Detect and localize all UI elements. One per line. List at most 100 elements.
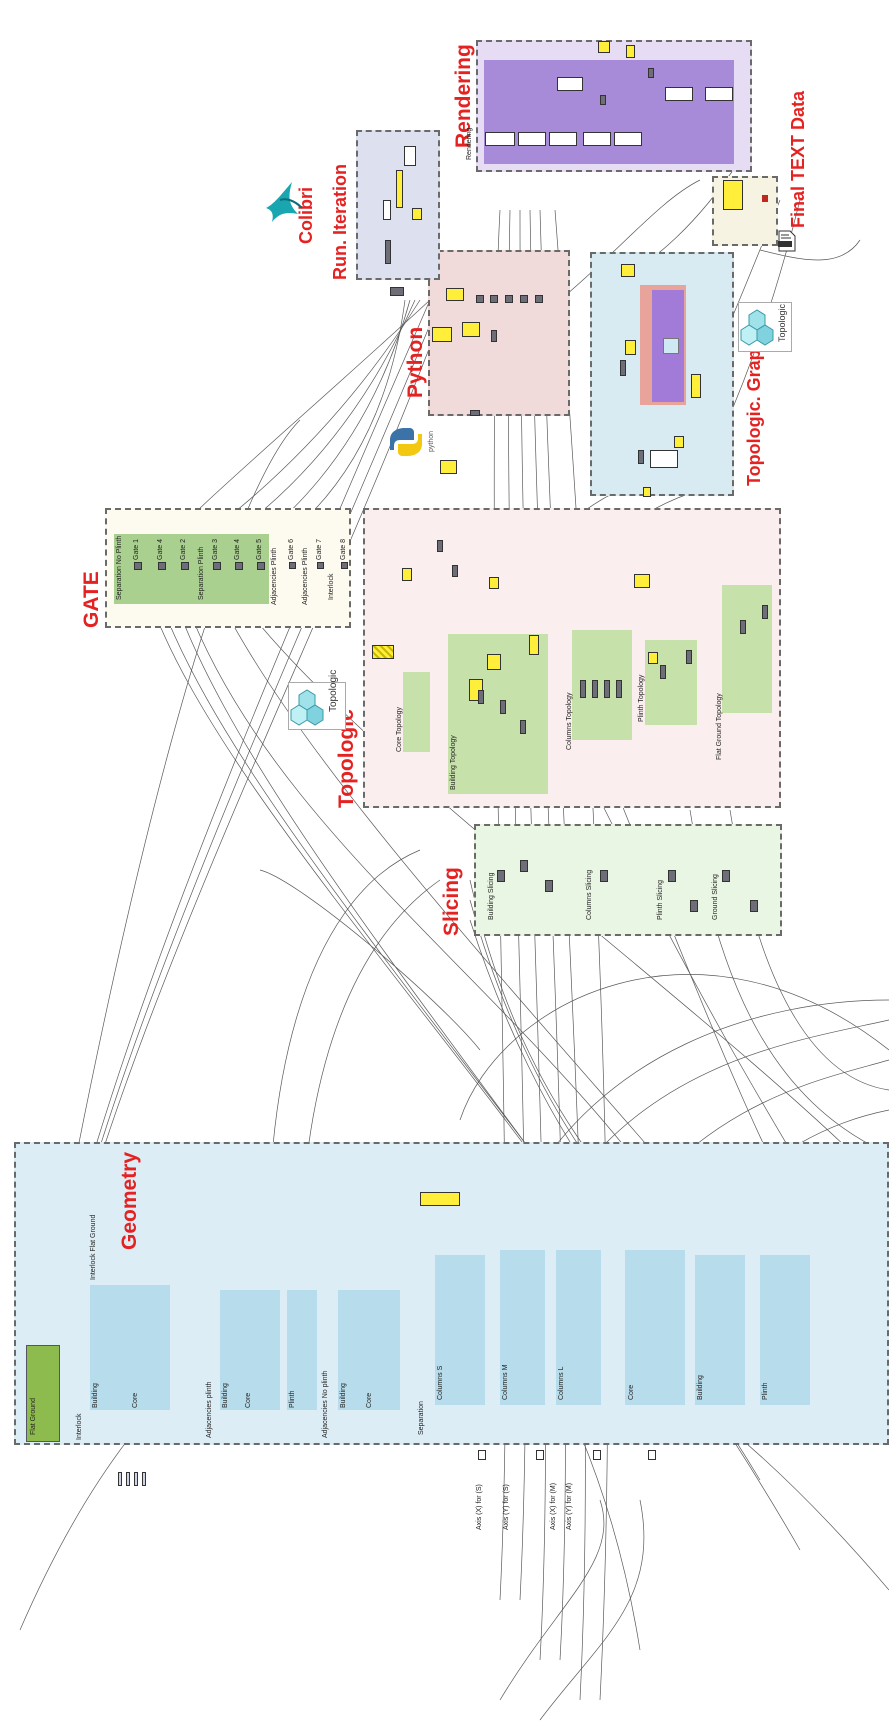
topologic-node-12[interactable]: [740, 620, 746, 634]
slider-axis-y-m[interactable]: Axis (Y) for (M): [566, 1482, 573, 1530]
rendering-node-3[interactable]: [705, 87, 733, 101]
geo-label-building3: Building: [340, 1383, 347, 1408]
rendering-node-4[interactable]: [485, 132, 515, 146]
slider-axis-x-m[interactable]: Axis (X) for (M): [550, 1482, 557, 1530]
graph-yellow-3: [691, 374, 701, 398]
slicing-node-6[interactable]: [690, 900, 698, 912]
gate-node-7[interactable]: [289, 562, 296, 569]
topologic-node-13[interactable]: [762, 605, 768, 619]
slicing-label-columns: Columns Slicing: [586, 869, 593, 920]
final-red-node: [762, 195, 768, 202]
gate-node-8[interactable]: [317, 562, 324, 569]
python-node-4[interactable]: [520, 295, 528, 303]
geo-label-core: Core: [132, 1392, 139, 1408]
geo-label-core4: Core: [628, 1384, 635, 1400]
gate-node-5[interactable]: [235, 562, 243, 570]
python-node-5[interactable]: [535, 295, 543, 303]
rendering-yellow-1: [598, 41, 610, 53]
slicing-node-3[interactable]: [545, 880, 553, 892]
gate-item-10: Adjacencies Plinth: [302, 547, 309, 605]
topologic-node-2[interactable]: [452, 565, 458, 577]
geo-label-adj-plinth: Adjacencies plinth: [206, 1381, 213, 1438]
geometry-subpanel-columns-l: [556, 1250, 601, 1405]
geo-label-building4: Building: [697, 1375, 704, 1400]
rendering-node-2[interactable]: [665, 87, 693, 101]
python-node-1[interactable]: [476, 295, 484, 303]
graph-yellow-1: [621, 264, 635, 277]
slicing-node-8[interactable]: [750, 900, 758, 912]
gate-item-1: Gate 1: [133, 538, 140, 560]
rendering-node-5[interactable]: [518, 132, 546, 146]
geometry-subpanel-noplinth: [338, 1290, 400, 1410]
topologic-node-4[interactable]: [500, 700, 506, 714]
topologic-node-5[interactable]: [520, 720, 526, 734]
rendering-node-7[interactable]: [583, 132, 611, 146]
python-title: Python: [404, 326, 427, 398]
topologic-node-10[interactable]: [660, 665, 666, 679]
gate-title: GATE: [80, 571, 103, 628]
slicing-label-ground: Ground Slicing: [712, 874, 719, 920]
geo-label-building: Building: [92, 1383, 99, 1408]
run-node-3[interactable]: [385, 240, 391, 264]
geo-label-core2: Core: [245, 1392, 252, 1408]
gate-node-9[interactable]: [341, 562, 348, 569]
topologic-yellow-2: [402, 568, 412, 581]
gate-node-3[interactable]: [181, 562, 189, 570]
slider-node-3[interactable]: [593, 1450, 601, 1460]
topologic-yellow-6: [634, 574, 650, 588]
rendering-node-10[interactable]: [648, 68, 654, 78]
slider-node-2[interactable]: [536, 1450, 544, 1460]
python-node-7[interactable]: [470, 410, 480, 416]
graph-node-2[interactable]: [638, 450, 644, 464]
python-logo-icon: [386, 424, 426, 460]
rendering-node-9[interactable]: [600, 95, 606, 105]
topologic-node-1[interactable]: [437, 540, 443, 552]
slider-node-1[interactable]: [478, 1450, 486, 1460]
gate-node-2[interactable]: [158, 562, 166, 570]
gate-item-9: Gate 6: [288, 538, 295, 560]
run-node-out[interactable]: [390, 287, 404, 296]
slicing-node-1[interactable]: [497, 870, 505, 882]
graph-yellow-2: [625, 340, 636, 355]
run-node-1[interactable]: [404, 146, 416, 166]
geo-label-plinth2: Plinth: [762, 1382, 769, 1400]
python-node-2[interactable]: [490, 295, 498, 303]
topologic-yellow-1: [372, 645, 394, 659]
topologic-yellow-8: [648, 652, 658, 664]
slider-axis-y-s[interactable]: Axis (Y) for (S): [503, 1484, 510, 1530]
topologic-label-columns: Columns Topology: [566, 692, 573, 750]
run-node-2[interactable]: [383, 200, 391, 220]
topologic-label-building: Building Topology: [450, 735, 457, 790]
topologic-node-9[interactable]: [616, 680, 622, 698]
slider-axis-x-s[interactable]: Axis (X) for (S): [476, 1484, 483, 1530]
slicing-label-building: Building Slicing: [488, 872, 495, 920]
slicing-node-7[interactable]: [722, 870, 730, 882]
topologic-node-3[interactable]: [478, 690, 484, 704]
python-node-6[interactable]: [491, 330, 497, 342]
topologic-node-6[interactable]: [580, 680, 586, 698]
geometry-subpanel-columns-m: [500, 1250, 545, 1405]
slicing-node-5[interactable]: [668, 870, 676, 882]
slicing-node-4[interactable]: [600, 870, 608, 882]
topologic-node-7[interactable]: [592, 680, 598, 698]
geo-label-columns-l: Columns L: [558, 1366, 565, 1400]
gate-node-1[interactable]: [134, 562, 142, 570]
graph-white-node[interactable]: [650, 450, 678, 468]
rendering-node-8[interactable]: [614, 132, 642, 146]
text-file-icon: [776, 230, 798, 252]
rendering-node-6[interactable]: [549, 132, 577, 146]
python-yellow-1: [446, 288, 464, 301]
rendering-node-1[interactable]: [557, 77, 583, 91]
slicing-node-2[interactable]: [520, 860, 528, 872]
gate-node-4[interactable]: [213, 562, 221, 570]
legend-node-4: [142, 1472, 146, 1486]
graph-yellow-5: [643, 487, 651, 497]
gate-node-6[interactable]: [257, 562, 265, 570]
graph-node-1[interactable]: [620, 360, 626, 376]
topologic-node-11[interactable]: [686, 650, 692, 664]
geometry-subpanel-interlock: [90, 1285, 170, 1410]
python-yellow-4: [440, 460, 457, 474]
topologic-node-8[interactable]: [604, 680, 610, 698]
slider-node-4[interactable]: [648, 1450, 656, 1460]
python-node-3[interactable]: [505, 295, 513, 303]
